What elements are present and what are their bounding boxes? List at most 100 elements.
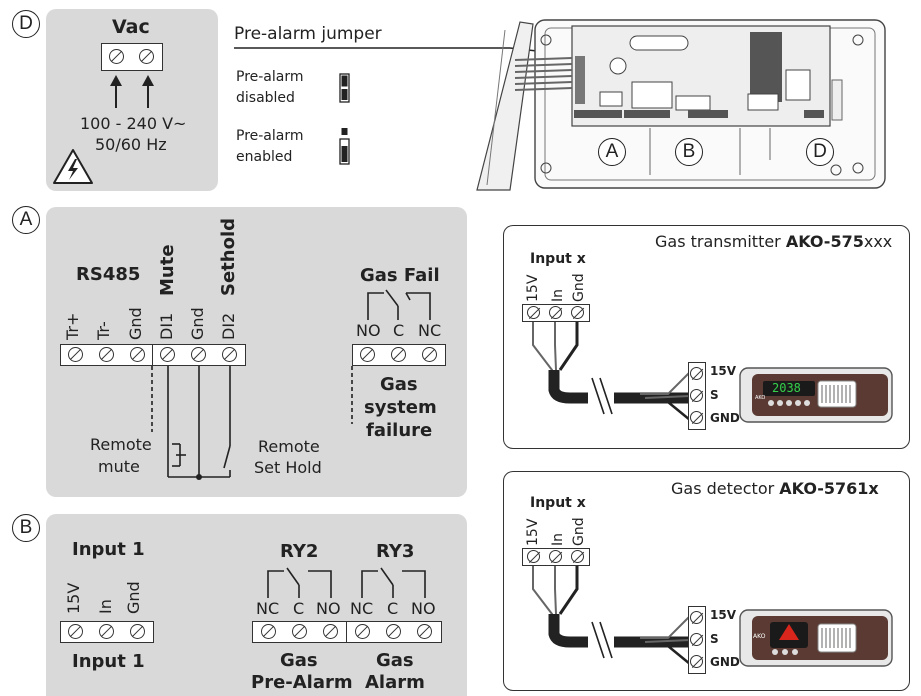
gas-prealarm-label-2: Pre-Alarm (251, 672, 353, 693)
gas-fail-nc-label: NC (418, 321, 442, 340)
screw-icon (130, 347, 145, 362)
ry2-nc-label: NC (256, 599, 280, 618)
prealarm-disabled-label-1: Pre-alarm (236, 69, 304, 85)
screw-icon (160, 347, 175, 362)
screw-icon (99, 347, 114, 362)
digital-input-terminal-block (152, 344, 246, 366)
prealarm-disabled-label-2: disabled (236, 90, 295, 106)
screw-icon (391, 347, 406, 362)
remote-mute-label-2: mute (98, 457, 140, 476)
gas-detector-title: Gas detector AKO-5761x (671, 479, 879, 498)
remote-mute-label-1: Remote (90, 435, 152, 454)
gas-fail-c-label: C (393, 321, 405, 340)
board-marker-d: D (806, 138, 834, 166)
screw-icon (68, 347, 83, 362)
transmitter-title-prefix: Gas transmitter (655, 232, 786, 251)
gas-fail-label: Gas Fail (360, 265, 440, 286)
screw-icon (191, 347, 206, 362)
screw-icon (360, 347, 375, 362)
gas-system-failure-label-3: failure (366, 420, 433, 441)
screw-icon (99, 624, 114, 639)
transmitter-input-terminal (522, 304, 590, 322)
screw-icon (68, 624, 83, 639)
rs485-label: RS485 (76, 264, 141, 285)
detector-terminal-gnd: GND (710, 655, 740, 669)
screw-icon (292, 624, 307, 639)
section-d-marker: D (12, 10, 40, 38)
screw-icon (690, 389, 703, 402)
power-terminal-block (101, 43, 163, 71)
screw-icon (139, 49, 154, 64)
gas-fail-terminal-block (352, 344, 446, 366)
screw-icon (690, 367, 703, 380)
screw-icon (549, 306, 562, 319)
screw-icon (323, 624, 338, 639)
screw-icon (261, 624, 276, 639)
screw-icon (690, 655, 703, 668)
screw-icon (222, 347, 237, 362)
voltage-label: 100 - 240 V~ (80, 114, 187, 133)
board-marker-b: B (675, 138, 703, 166)
gas-alarm-label-2: Alarm (365, 672, 425, 693)
transmitter-model: AKO-575 (785, 232, 864, 251)
gas-fail-no-label: NO (356, 321, 381, 340)
screw-icon (690, 611, 703, 624)
gas-transmitter-title: Gas transmitter AKO-575xxx (655, 232, 892, 251)
transmitter-terminal-15v: 15V (710, 364, 736, 378)
vac-label: Vac (112, 16, 150, 38)
gas-system-failure-label-1: Gas (380, 374, 418, 395)
screw-icon (571, 306, 584, 319)
screw-icon (690, 633, 703, 646)
svg-text:AKO: AKO (755, 395, 765, 401)
detector-title-prefix: Gas detector (671, 479, 780, 498)
screw-icon (549, 550, 562, 563)
ry2-no-label: NO (316, 599, 341, 618)
gas-system-failure-label-2: system (364, 397, 437, 418)
transmitter-model-suffix: xxx (863, 232, 893, 251)
screw-icon (386, 624, 401, 639)
ry2-label: RY2 (280, 541, 319, 562)
transmitter-terminal-gnd: GND (710, 411, 740, 425)
section-b-marker: B (12, 514, 40, 542)
transmitter-device-terminal (688, 362, 706, 430)
ry3-terminal-block (346, 621, 442, 643)
ry3-nc-label: NC (350, 599, 374, 618)
detector-device-terminal (688, 606, 706, 674)
ry2-terminal-block (252, 621, 348, 643)
transmitter-terminal-s: S (710, 388, 719, 402)
remote-sethold-label-1: Remote (258, 437, 320, 456)
panel-b-inputs-relays (46, 514, 467, 696)
screw-icon (355, 624, 370, 639)
detector-terminal-15v: 15V (710, 608, 736, 622)
remote-sethold-label-2: Set Hold (254, 458, 322, 477)
screw-icon (527, 550, 540, 563)
transmitter-input-x-label: Input x (530, 251, 586, 267)
ry3-c-label: C (387, 599, 399, 618)
frequency-label: 50/60 Hz (95, 135, 167, 154)
ry3-label: RY3 (376, 541, 415, 562)
input1-top-label: Input 1 (72, 539, 145, 560)
prealarm-enabled-label-2: enabled (236, 149, 293, 165)
screw-icon (690, 411, 703, 424)
screw-icon (109, 49, 124, 64)
section-a-marker: A (12, 206, 40, 234)
prealarm-jumper-title: Pre-alarm jumper (234, 24, 382, 44)
detector-terminal-s: S (710, 632, 719, 646)
prealarm-enabled-label-1: Pre-alarm (236, 128, 304, 144)
detector-model: AKO-5761x (779, 479, 879, 498)
ry2-c-label: C (293, 599, 305, 618)
screw-icon (571, 550, 584, 563)
screw-icon (527, 306, 540, 319)
input1-bottom-label: Input 1 (72, 651, 145, 672)
detector-input-terminal (522, 548, 590, 566)
ry3-no-label: NO (411, 599, 436, 618)
